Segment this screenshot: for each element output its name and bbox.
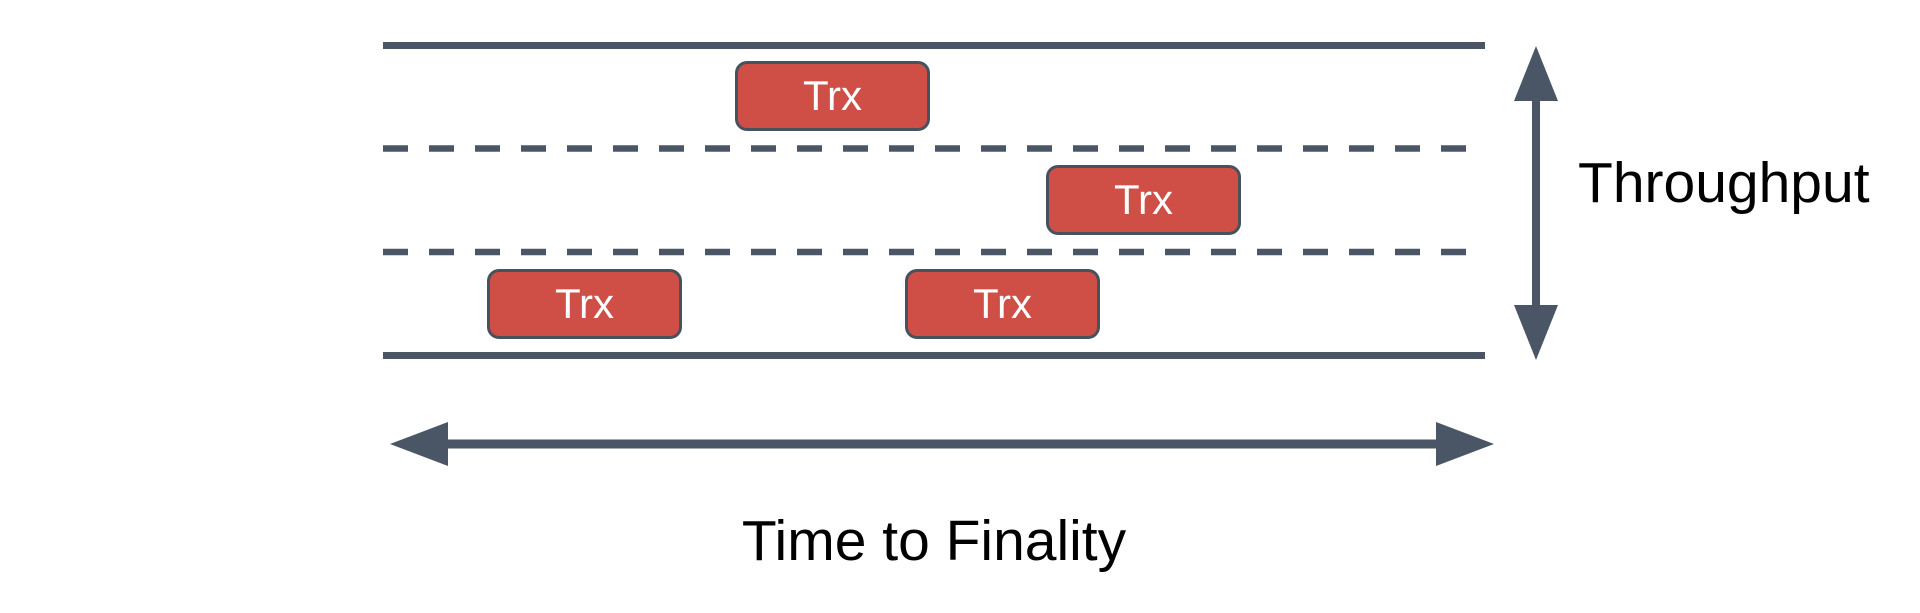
throughput-arrow-head-up-icon (1514, 46, 1558, 101)
time-arrow-head-left-icon (390, 422, 448, 466)
trx-box-label: Trx (1113, 176, 1174, 223)
throughput-axis-label: Throughput (1578, 151, 1870, 215)
time-to-finality-axis-label: Time to Finality (741, 509, 1127, 573)
trx-box-lane1: Trx (735, 61, 930, 131)
time-to-finality-arrow (390, 422, 1494, 466)
trx-box-lane2: Trx (1046, 165, 1241, 235)
throughput-arrow-head-down-icon (1514, 305, 1558, 360)
throughput-arrow (1514, 46, 1558, 360)
trx-box-label: Trx (802, 72, 863, 119)
trx-box-label: Trx (554, 280, 615, 327)
trx-box-label: Trx (972, 280, 1033, 327)
time-arrow-head-right-icon (1436, 422, 1494, 466)
trx-box-lane3-b: Trx (905, 269, 1100, 339)
trx-box-lane3-a: Trx (487, 269, 682, 339)
